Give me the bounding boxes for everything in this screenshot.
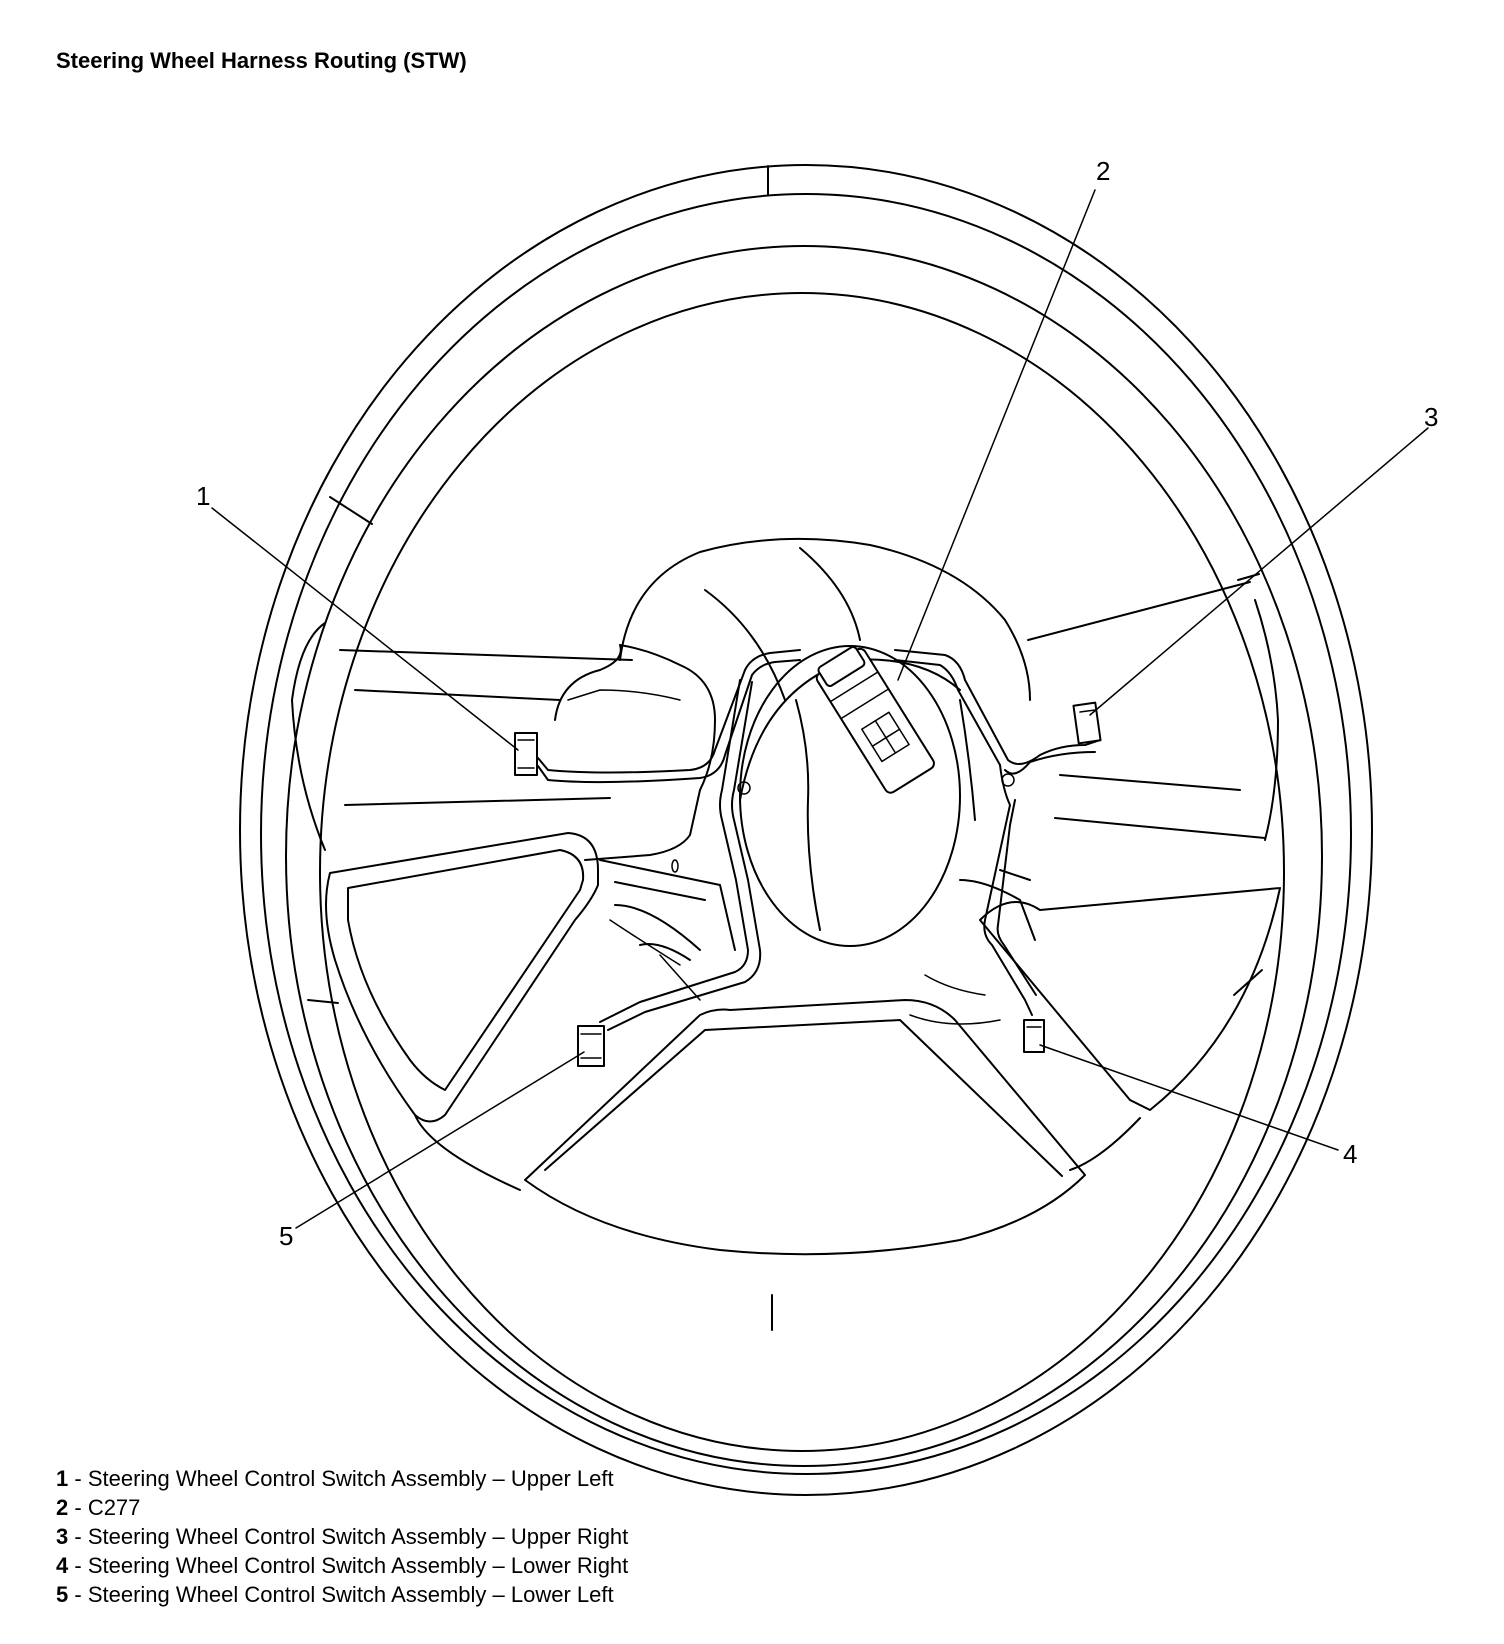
callout-number-2: 2	[1096, 156, 1110, 186]
page-title: Steering Wheel Harness Routing (STW)	[56, 48, 467, 73]
lower-left-spoke	[325, 832, 599, 1191]
legend-number: 2	[56, 1495, 69, 1520]
lower-right-spoke	[979, 887, 1281, 1171]
connector-c277	[815, 646, 935, 794]
legend-separator: -	[68, 1553, 88, 1578]
callout-number-1: 1	[196, 481, 210, 511]
switch-upper-right	[1072, 701, 1102, 745]
legend-number: 5	[56, 1582, 69, 1607]
leader-line-5	[295, 1051, 585, 1229]
legend-separator: -	[68, 1466, 88, 1491]
bottom-spoke	[524, 999, 1086, 1256]
switch-lower-right	[1023, 1019, 1045, 1053]
legend-item: 5 - Steering Wheel Control Switch Assemb…	[56, 1580, 628, 1609]
legend-item: 1 - Steering Wheel Control Switch Assemb…	[56, 1464, 628, 1493]
legend-text: C277	[87, 1495, 141, 1520]
legend-number: 1	[56, 1466, 69, 1491]
leader-line-2	[897, 189, 1096, 681]
callout-number-5: 5	[279, 1221, 293, 1251]
legend-text: Steering Wheel Control Switch Assembly –…	[87, 1582, 614, 1607]
leader-line-3	[1089, 427, 1429, 716]
legend-number: 4	[56, 1553, 69, 1578]
leader-lines	[211, 189, 1429, 1229]
leader-line-4	[1039, 1044, 1339, 1151]
legend-text: Steering Wheel Control Switch Assembly –…	[87, 1466, 614, 1491]
switch-lower-left	[577, 1025, 605, 1067]
steering-wheel-rim	[239, 164, 1373, 1496]
legend-item: 3 - Steering Wheel Control Switch Assemb…	[56, 1522, 628, 1551]
legend-item: 4 - Steering Wheel Control Switch Assemb…	[56, 1551, 628, 1580]
legend-item: 2 - C277	[56, 1493, 628, 1522]
legend-text: Steering Wheel Control Switch Assembly –…	[87, 1553, 629, 1578]
switch-upper-left	[514, 732, 538, 776]
leader-line-1	[211, 507, 519, 751]
upper-spokes	[291, 581, 1279, 851]
callout-number-3: 3	[1424, 402, 1438, 432]
wiring-harness	[537, 649, 1101, 1031]
legend-number: 3	[56, 1524, 69, 1549]
callout-number-4: 4	[1343, 1139, 1357, 1169]
steering-hub	[554, 537, 1036, 1025]
legend-separator: -	[68, 1524, 88, 1549]
legend: 1 - Steering Wheel Control Switch Assemb…	[56, 1464, 628, 1609]
legend-separator: -	[68, 1495, 88, 1520]
legend-separator: -	[68, 1582, 88, 1607]
legend-text: Steering Wheel Control Switch Assembly –…	[87, 1524, 629, 1549]
